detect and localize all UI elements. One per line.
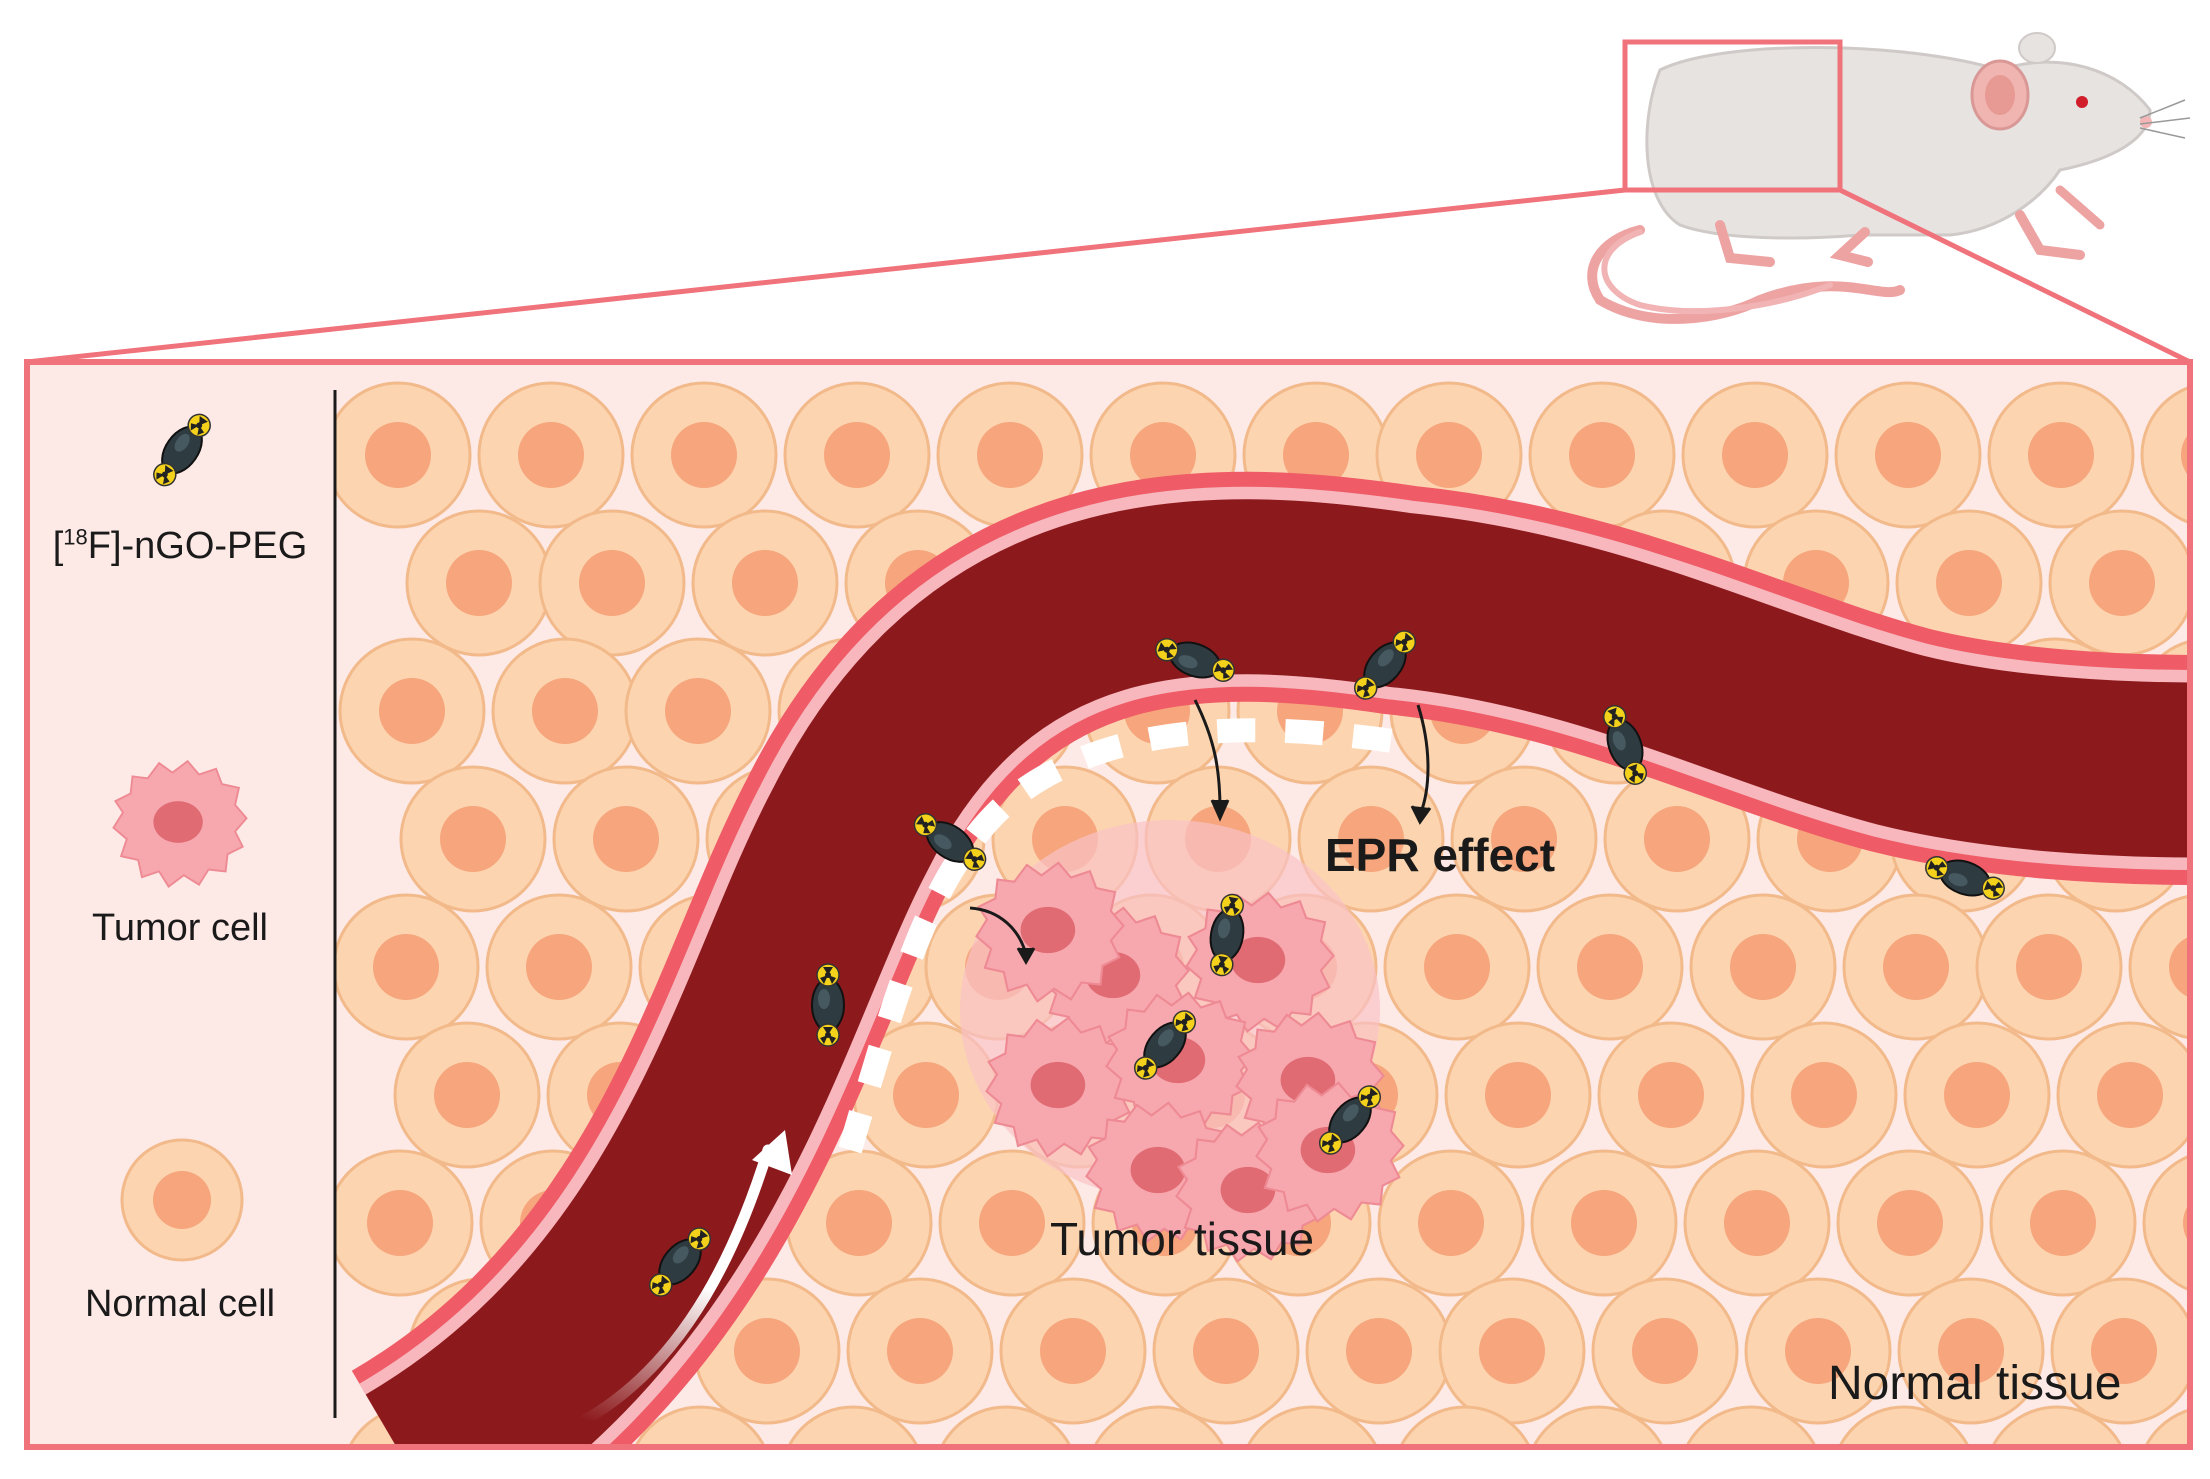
normal-cell bbox=[399, 765, 547, 913]
normal-cell bbox=[1536, 893, 1684, 1041]
normal-cell bbox=[485, 893, 633, 1041]
flow-arrow-icon bbox=[579, 1130, 792, 1426]
normal-cell bbox=[335, 381, 472, 529]
legend-label-nanoparticle: [18F]-nGO-PEG bbox=[52, 524, 308, 567]
normal-cell bbox=[1683, 1149, 1831, 1297]
normal-cell bbox=[999, 1277, 1147, 1425]
normal-cell bbox=[852, 1021, 1000, 1169]
normal-cell-icon bbox=[120, 1138, 244, 1262]
normal-cell bbox=[2197, 767, 2210, 911]
normal-cell bbox=[405, 509, 553, 657]
normal-tissue-label: Normal tissue bbox=[1828, 1357, 2122, 1410]
normal-cell bbox=[2189, 1086, 2190, 1104]
normal-cell bbox=[1450, 765, 1598, 913]
normal-cell bbox=[1689, 893, 1837, 1041]
normal-cell bbox=[338, 637, 486, 785]
normal-cell bbox=[2050, 1277, 2190, 1425]
panel-frame bbox=[24, 359, 2193, 1450]
normal-cell bbox=[1987, 381, 2135, 529]
epr-effect-label: EPR effect bbox=[1325, 829, 1556, 881]
normal-cell bbox=[624, 637, 772, 785]
normal-cell bbox=[1297, 765, 1445, 913]
mouse-illustration bbox=[1587, 32, 2191, 324]
normal-cell bbox=[1383, 893, 1531, 1041]
normal-cell bbox=[2128, 894, 2190, 1040]
normal-cell bbox=[1989, 1149, 2137, 1297]
normal-cell bbox=[552, 765, 700, 913]
normal-cell bbox=[1597, 1021, 1745, 1169]
normal-cell bbox=[1842, 893, 1990, 1041]
normal-cell bbox=[1438, 1277, 1586, 1425]
legend-label-tumor-cell: Tumor cell bbox=[92, 907, 268, 949]
normal-cell bbox=[936, 381, 1084, 529]
normal-cell bbox=[477, 381, 625, 529]
normal-cell bbox=[938, 1149, 1086, 1297]
normal-cell bbox=[1528, 381, 1676, 529]
normal-cell bbox=[1744, 1277, 1892, 1425]
normal-cell bbox=[846, 1277, 994, 1425]
nanoparticle bbox=[811, 963, 845, 1047]
normal-cell bbox=[2048, 509, 2190, 657]
normal-cell bbox=[2143, 1408, 2190, 1447]
normal-cell bbox=[393, 1021, 541, 1169]
normal-cell bbox=[1305, 1277, 1453, 1425]
normal-cell bbox=[1834, 381, 1982, 529]
legend-label-normal-cell: Normal cell bbox=[84, 1283, 276, 1325]
normal-cell bbox=[491, 637, 639, 785]
normal-cell bbox=[1591, 1277, 1739, 1425]
normal-cell bbox=[335, 893, 480, 1041]
normal-cell bbox=[1975, 893, 2123, 1041]
normal-cell bbox=[2203, 511, 2210, 655]
normal-cell bbox=[2056, 1021, 2190, 1169]
normal-cell bbox=[335, 1149, 474, 1297]
normal-cell bbox=[538, 509, 686, 657]
normal-cell bbox=[1750, 1021, 1898, 1169]
blood-vessel bbox=[350, 471, 2190, 1447]
zoom-indicator bbox=[26, 39, 2192, 365]
normal-cell bbox=[1152, 1277, 1300, 1425]
normal-cell bbox=[1681, 381, 1829, 529]
normal-cell bbox=[1444, 1021, 1592, 1169]
normal-cell bbox=[1903, 1021, 2051, 1169]
extravasation-arrow-icon bbox=[969, 699, 1432, 966]
normal-cell bbox=[630, 381, 778, 529]
normal-cell bbox=[2205, 1279, 2210, 1423]
normal-cell bbox=[1530, 1149, 1678, 1297]
normal-cell bbox=[783, 381, 931, 529]
tumor-tissue-label: Tumor tissue bbox=[1050, 1213, 1315, 1265]
normal-cell bbox=[1897, 1277, 2045, 1425]
normal-cell bbox=[1836, 1149, 1984, 1297]
tumor-tissue bbox=[960, 820, 1405, 1263]
normal-cell bbox=[691, 509, 839, 657]
normal-cell bbox=[1377, 1149, 1525, 1297]
